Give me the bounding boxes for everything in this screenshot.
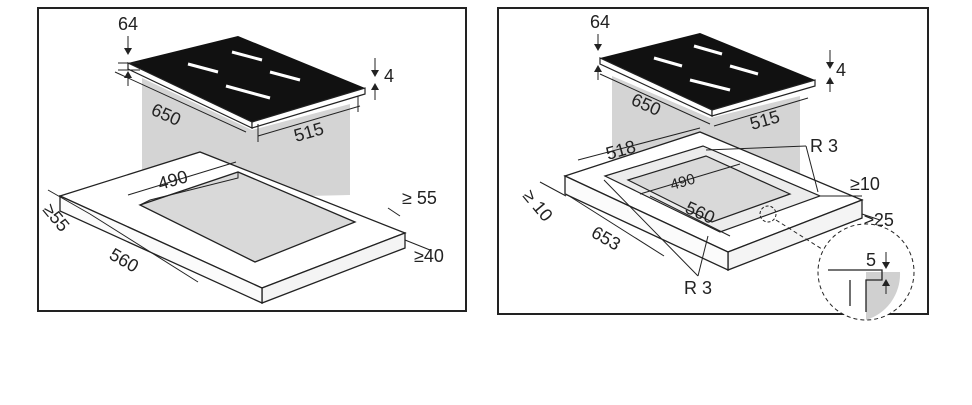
right-arrow — [594, 65, 602, 72]
right-dim-line — [639, 163, 741, 195]
left-wall-distance-label: ≥40 — [414, 246, 444, 266]
right-hob-depth-label: 64 — [590, 12, 610, 32]
left-panel: 64 4 650 515 490 560 ≥55 ≥ 55 — [37, 7, 467, 312]
left-dim-line — [89, 213, 199, 283]
right-zone-mark — [693, 44, 723, 56]
left-dim-line — [114, 71, 247, 133]
left-cutout — [138, 171, 357, 263]
right-detail-marker — [759, 205, 777, 223]
right-dim-line — [599, 73, 711, 125]
left-dim-line — [387, 207, 401, 217]
right-cutout-width-label: 490 — [668, 171, 697, 194]
right-dim-line — [539, 181, 567, 197]
right-radius-top-label: R 3 — [810, 136, 838, 156]
right-glass-thickness-label: 4 — [836, 60, 846, 80]
left-dim-line — [257, 105, 361, 137]
right-hob-glass — [600, 33, 815, 110]
left-arrow — [124, 71, 132, 78]
right-dim-line — [577, 127, 701, 161]
right-dim-line — [861, 213, 881, 221]
right-cutout — [626, 155, 792, 223]
right-detail-depth-label: 5 — [866, 250, 876, 270]
right-leader-line — [805, 145, 819, 193]
right-zone-mark — [653, 56, 683, 68]
left-hob-depth-label: 64 — [118, 14, 138, 34]
left-zone-mark — [231, 50, 263, 62]
right-arrow — [826, 77, 834, 84]
left-zone-mark — [187, 62, 219, 74]
left-countertop-side — [59, 194, 263, 305]
right-zone-mark — [729, 64, 759, 76]
left-zone-mark — [225, 84, 271, 100]
left-glass-thickness-label: 4 — [384, 66, 394, 86]
right-radius-bottom-label: R 3 — [684, 278, 712, 298]
right-detail-shade — [866, 272, 901, 320]
right-zone-mark — [689, 78, 731, 92]
right-dim-line — [565, 193, 665, 257]
left-arrow — [371, 70, 379, 77]
left-hob-edge-front — [251, 87, 366, 129]
right-arrow — [826, 62, 834, 69]
right-detail-profile — [828, 269, 883, 312]
left-front-margin-label: ≥ 55 — [402, 188, 437, 208]
right-leader-line — [705, 145, 807, 151]
right-hob-edge-front — [711, 79, 816, 117]
left-arrow — [371, 83, 379, 90]
left-dim-line — [127, 161, 237, 196]
left-cutout-inner-edge — [139, 172, 239, 206]
left-dim-line — [404, 239, 431, 251]
left-dim-line — [47, 189, 91, 215]
right-arrow — [882, 262, 890, 269]
right-arrow — [594, 44, 602, 51]
right-arrow — [882, 279, 890, 286]
right-panel: 64 4 650 515 518 R 3 490 560 653 — [497, 7, 929, 321]
right-leader-line — [603, 179, 699, 277]
right-leader-line — [697, 235, 709, 277]
left-arrow — [124, 48, 132, 55]
left-hob-glass — [128, 36, 365, 122]
right-side-margin-label: ≥10 — [850, 174, 880, 194]
left-zone-mark — [269, 70, 301, 82]
right-dim-line — [649, 195, 731, 237]
right-dim-line — [713, 97, 809, 127]
